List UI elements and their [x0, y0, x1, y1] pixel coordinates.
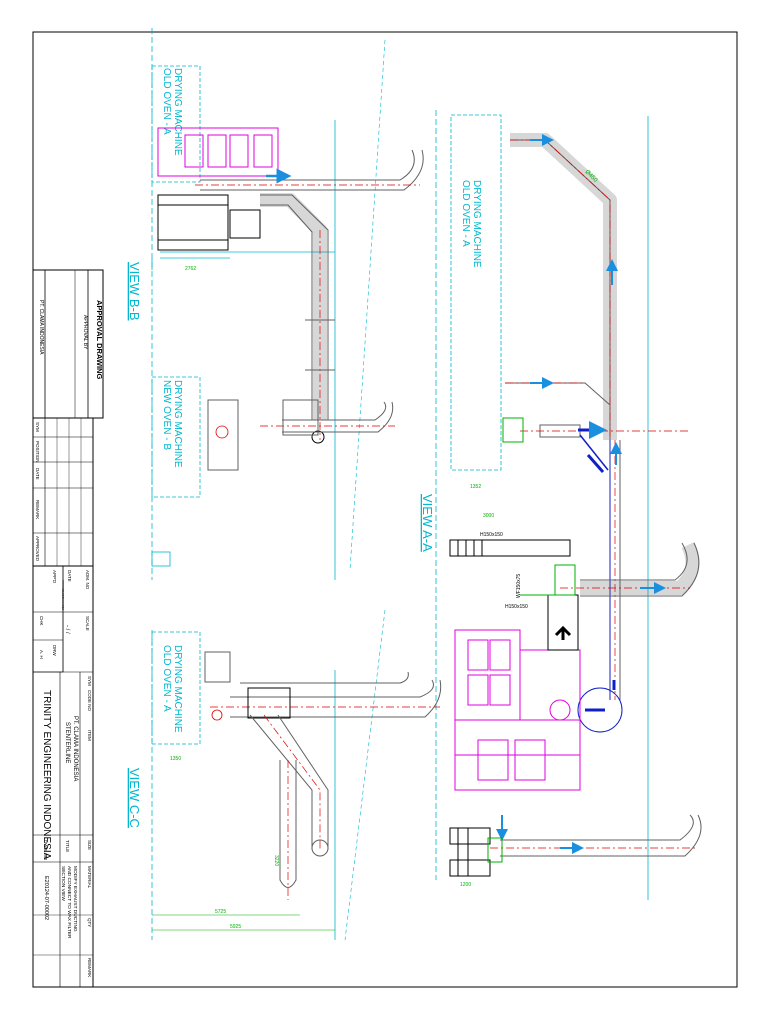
tb-material: MATERIAL [87, 866, 92, 889]
dim-1350: 1350 [170, 756, 181, 762]
dim-1200: 1200 [460, 882, 471, 888]
green-fittings [487, 417, 576, 863]
tb-size: SIZE [87, 840, 92, 850]
view-cc-title: VIEW C-C [127, 768, 142, 828]
tb-sym: SYM [87, 676, 92, 686]
tb-scale: SCALE [85, 616, 90, 631]
tb-appd: APP'D [52, 570, 57, 584]
tb-remark: REMARK [87, 958, 92, 977]
approval-company: PT. CLAMA INDONESIA [38, 300, 44, 355]
dim-5725: 5725 [215, 909, 226, 915]
dim-3220: 3220 [273, 855, 279, 866]
tb-date-sub: YYYY/MM/DD/HH/MM [61, 580, 65, 611]
dim-2762: 2762 [185, 266, 196, 272]
tb-qty: QTY [87, 918, 92, 927]
dim-3000: 3000 [483, 513, 494, 519]
approval-by: APPROVAL BY [82, 315, 88, 350]
machine-label-bb-a: DRYING MACHINE OLD OVEN - A [161, 68, 183, 158]
tb-dwg-no: DWG. NO [43, 840, 48, 861]
tb-client: PT. CLAMA INDONESIA [72, 716, 78, 781]
rev-col-date: DATE [35, 468, 40, 480]
approval-box: APPROVAL DRAWING APPROVAL BY PT. CLAMA I… [32, 269, 104, 419]
tb-dwg-val: E20124-07-00002 [43, 876, 49, 920]
steel-structure [449, 539, 571, 877]
approval-title: APPROVAL DRAWING [95, 300, 104, 379]
beam-label-1: H150x150 [480, 532, 503, 538]
dim-1352: 1352 [470, 484, 481, 490]
tb-code-no: CODE NO [87, 690, 92, 712]
tb-title-lines: MODIFY EXHAUST DUCTING AND CONNECT TO WA… [60, 866, 78, 940]
view-bb-title: VIEW B-B [127, 262, 142, 321]
tb-line: STENTERLINE [64, 722, 70, 763]
view-aa-title: VIEW A-A [420, 494, 435, 552]
machine-label-aa: DRYING MACHINE OLD OVEN - A [460, 180, 482, 270]
tb-drw: DRW [52, 645, 57, 656]
revision-table: SYM POSITION DATE REMARK APPROVED [32, 417, 94, 567]
tb-drw-val: A. H [39, 650, 44, 659]
view-bb-section: 2762 DRYING MACHINE OLD OVEN - A [127, 28, 424, 580]
machine-label-bb-b: DRYING MACHINE NEW OVEN - B [161, 380, 183, 470]
title-block: ADM. NO DATE YYYY/MM/DD/HH/MM APP'D CHK … [32, 565, 94, 988]
tb-item: ITEM [87, 730, 92, 741]
rev-col-remark: REMARK [35, 500, 40, 519]
tb-adm-no: ADM. NO [85, 570, 90, 590]
tb-scale-val: - / / [64, 625, 70, 634]
tb-date: DATE [67, 570, 72, 582]
machine-body-aa [454, 629, 581, 791]
machine-body-bb [157, 127, 279, 177]
tb-firm: TRINITY ENGINEERING INDONESIA [41, 690, 52, 860]
beam-label-3: H150x150 [505, 604, 528, 610]
dim-5925: 5925 [230, 924, 241, 930]
sheet-border [32, 31, 738, 988]
tb-title: TITLE [65, 840, 70, 852]
machine-label-cc: DRYING MACHINE OLD OVEN - A [161, 645, 183, 735]
view-cc-section: DRYING MACHINE OLD OVEN - A 5725 5925 13… [127, 609, 442, 941]
rev-col-position: POSITION [35, 441, 40, 463]
tb-chk: CHK [39, 616, 44, 626]
view-aa-section: DRYING MACHINE OLD OVEN - A 1352 Ø450 [420, 110, 702, 900]
beam-label-2: WF150x75 [516, 574, 522, 598]
rev-col-sym: SYM [35, 422, 40, 432]
rev-col-approved: APPROVED [35, 536, 40, 562]
